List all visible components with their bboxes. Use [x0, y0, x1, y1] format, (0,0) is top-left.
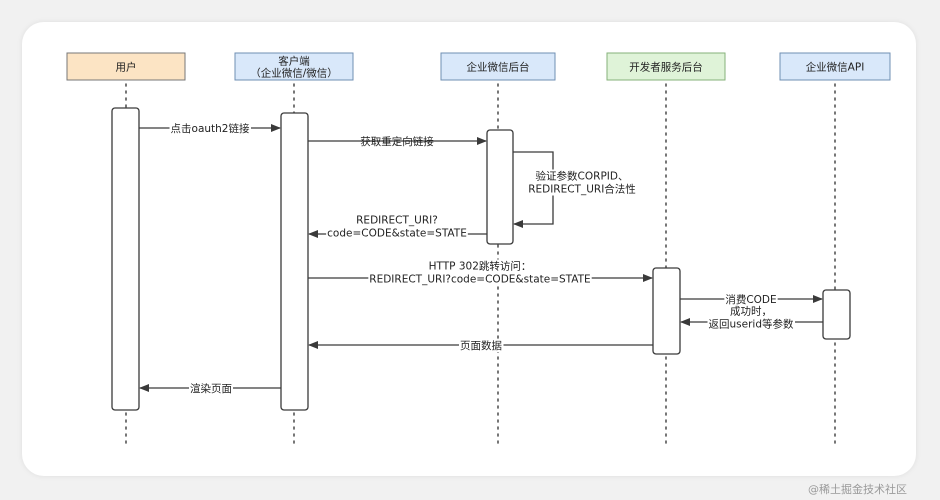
message-label-http-302: HTTP 302跳转访问： [429, 260, 532, 273]
message-label-page-data: 页面数据 [460, 339, 502, 352]
message-label-click-oauth2: 点击oauth2链接 [171, 122, 250, 135]
participant-label-wework-backend: 企业微信后台 [467, 61, 530, 74]
message-label-bg [707, 305, 795, 331]
message-label-bg [189, 382, 233, 395]
participant-dev-backend: 开发者服务后台 [606, 52, 726, 81]
message-label-bg [724, 293, 778, 306]
message-label-validate: 验证参数CORPID、 [536, 170, 629, 183]
message-label-group-get-redirect: 获取重定向链接 [360, 135, 434, 148]
diagram-card [22, 22, 916, 476]
message-label-consume-code: 消费CODE [725, 293, 776, 306]
message-label-http-302: REDIRECT_URI?code=CODE&state=STATE [369, 274, 590, 286]
message-label-group-http-302: HTTP 302跳转访问：REDIRECT_URI?code=CODE&stat… [368, 259, 592, 286]
participant-box-wework-api [779, 52, 891, 81]
watermark: @稀土掘金技术社区 [808, 483, 907, 496]
activation-bar-dev-backend [652, 267, 681, 355]
activation-bar-client [280, 112, 309, 411]
message-label-redirect-uri: REDIRECT_URI? [356, 215, 438, 227]
message-label-group-validate: 验证参数CORPID、REDIRECT_URI合法性 [527, 169, 637, 196]
message-label-group-consume-code: 消费CODE [724, 293, 778, 306]
participant-box-user [66, 52, 186, 81]
participant-label-user: 用户 [116, 61, 137, 74]
participant-label-wework-api: 企业微信API [806, 61, 865, 74]
message-label-group-redirect-uri: REDIRECT_URI?code=CODE&state=STATE [326, 214, 468, 240]
message-label-render-page: 渲染页面 [190, 382, 232, 395]
message-label-bg [368, 259, 592, 286]
participant-wework-api: 企业微信API [779, 52, 891, 81]
activation-bar-user [111, 107, 140, 411]
message-label-validate: REDIRECT_URI合法性 [528, 183, 636, 196]
participant-wework-backend: 企业微信后台 [440, 52, 556, 81]
participant-label-client: （企业微信/微信） [250, 67, 338, 80]
message-label-success-return: 成功时， [730, 306, 772, 318]
activation-bar-wework-backend [486, 129, 514, 245]
message-label-bg [169, 122, 251, 135]
message-label-bg [527, 169, 637, 196]
participant-label-dev-backend: 开发者服务后台 [629, 61, 703, 74]
message-label-redirect-uri: code=CODE&state=STATE [327, 228, 467, 240]
message-label-get-redirect: 获取重定向链接 [360, 135, 434, 148]
participant-box-wework-backend [440, 52, 556, 81]
message-label-success-return: 返回userid等参数 [709, 318, 794, 331]
activation-bar-wework-api [822, 289, 851, 340]
message-label-group-render-page: 渲染页面 [189, 382, 233, 395]
participant-label-client: 客户端 [278, 55, 310, 68]
message-label-bg [459, 339, 504, 352]
participant-user: 用户 [66, 52, 186, 81]
participant-box-dev-backend [606, 52, 726, 81]
participant-client: 客户端（企业微信/微信） [234, 52, 354, 81]
message-label-bg [326, 214, 468, 240]
message-label-group-click-oauth2: 点击oauth2链接 [169, 122, 251, 135]
participant-box-client [234, 52, 354, 81]
message-label-group-success-return: 成功时，返回userid等参数 [707, 305, 795, 331]
message-label-group-page-data: 页面数据 [459, 339, 504, 352]
